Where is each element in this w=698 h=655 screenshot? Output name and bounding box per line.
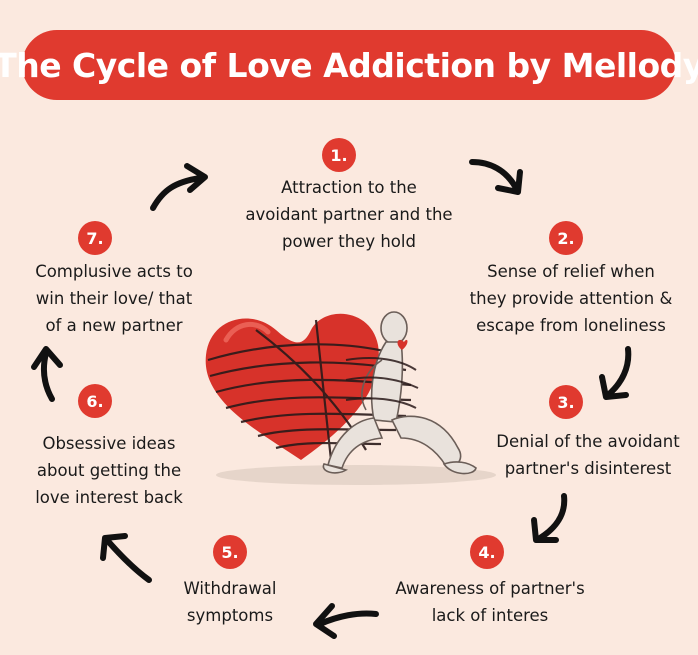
step-4-badge: 4. — [470, 535, 504, 569]
step-6-badge: 6. — [78, 384, 112, 418]
page-title: The Cycle of Love Addiction by Mellody — [0, 45, 698, 85]
step-3-text: Denial of the avoidant partner's disinte… — [496, 432, 680, 478]
step-7-badge: 7. — [78, 221, 112, 255]
step-5-badge: 5. — [213, 535, 247, 569]
step-7-text: Complusive acts to win their love/ that … — [35, 262, 193, 335]
step-2-text: Sense of relief when they provide attent… — [469, 262, 673, 335]
heart-wrapped-figure-icon — [196, 300, 506, 520]
step-5-text: Withdrawal symptoms — [183, 579, 277, 625]
arrow-5-to-6-icon — [95, 526, 155, 586]
step-6-text: Obsessive ideas about getting the love i… — [35, 434, 183, 507]
arrow-1-to-2-icon — [468, 152, 528, 202]
arrow-2-to-3-icon — [594, 345, 639, 405]
title-banner: The Cycle of Love Addiction by Mellody — [0, 30, 698, 100]
step-3-badge: 3. — [549, 385, 583, 419]
step-2-badge: 2. — [549, 221, 583, 255]
step-1-badge: 1. — [322, 138, 356, 172]
step-4-text: Awareness of partner's lack of interes — [395, 579, 585, 625]
arrow-4-to-5-icon — [306, 592, 381, 642]
arrow-7-to-1-icon — [145, 160, 215, 215]
arrow-6-to-7-icon — [28, 343, 68, 403]
step-1-text: Attraction to the avoidant partner and t… — [245, 178, 453, 251]
arrow-3-to-4-icon — [524, 492, 574, 547]
